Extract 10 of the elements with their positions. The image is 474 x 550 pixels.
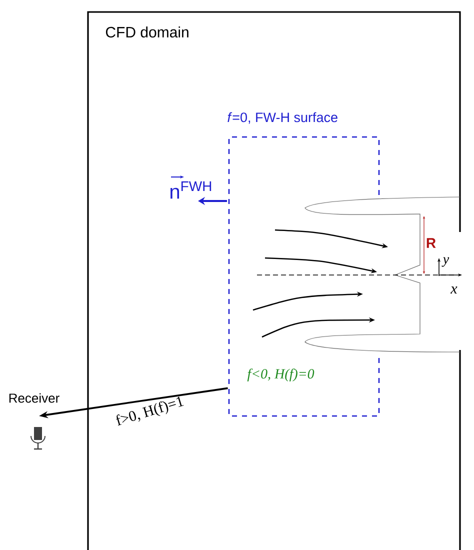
receiver-label: Receiver (9, 393, 60, 403)
axis-label: x (450, 286, 458, 294)
surface-outline (228, 136, 380, 417)
domain-title: CFD domain (106, 26, 188, 38)
edge-label: f>0, H(f)=1 (116, 396, 184, 426)
radius-label: R (426, 238, 436, 248)
domain-frame (87, 11, 461, 550)
surface-label: f=0, FW-H surface (228, 112, 338, 124)
axis-label: y (442, 257, 450, 267)
region-label: f<0, H(f)=0 (247, 368, 314, 382)
